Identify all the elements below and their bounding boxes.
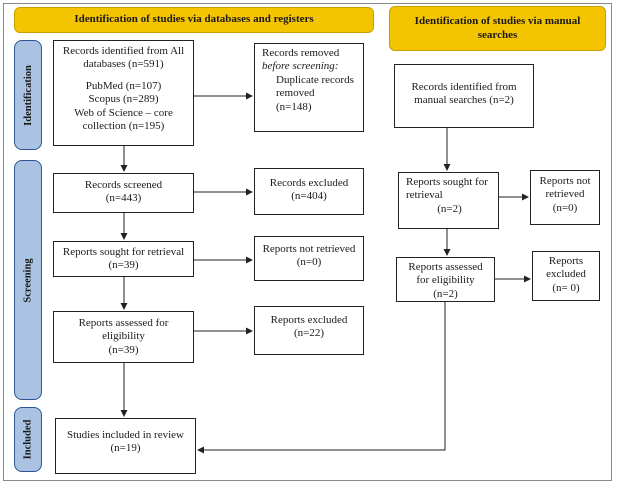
- box-manual-reports-excluded: Reports excluded (n= 0): [532, 251, 600, 301]
- manual-reports-not-retrieved-line3: (n=0): [552, 201, 578, 214]
- box-records-removed: Records removed before screening: Duplic…: [254, 43, 364, 132]
- manual-records-identified-line2: manual searches (n=2): [414, 94, 514, 107]
- records-identified-wos-collection: collection (n=195): [82, 120, 165, 133]
- records-removed-line2: before screening:: [262, 60, 339, 73]
- reports-excluded-line2: (n=22): [293, 327, 325, 340]
- reports-sought-line2: (n=39): [108, 259, 139, 272]
- records-identified-line1: Records identified from All: [62, 45, 185, 57]
- arrow-manual-assessed-to-included: [197, 302, 446, 454]
- reports-excluded-line1: Reports excluded: [270, 314, 348, 326]
- records-removed-line5: (n=148): [276, 100, 312, 113]
- records-removed-line4: removed: [276, 87, 315, 100]
- manual-reports-assessed-line2: for eligibility: [416, 274, 475, 287]
- reports-not-retrieved-line1: Reports not retrieved: [262, 243, 356, 255]
- records-excluded-line2: (n=404): [291, 190, 327, 203]
- manual-reports-not-retrieved-line1: Reports not: [539, 175, 591, 187]
- header-manual: Identification of studies via manual sea…: [389, 6, 606, 51]
- box-manual-reports-sought: Reports sought for retrieval (n=2): [398, 172, 499, 229]
- records-identified-wos: Web of Science – core: [74, 106, 173, 119]
- box-studies-included: Studies included in review (n=19): [55, 418, 196, 474]
- manual-reports-not-retrieved-line2: retrieved: [545, 188, 585, 201]
- box-manual-records-identified: Records identified from manual searches …: [394, 64, 534, 128]
- box-manual-reports-assessed: Reports assessed for eligibility (n=2): [396, 257, 495, 302]
- reports-sought-line1: Reports sought for retrieval: [62, 246, 185, 258]
- manual-reports-sought-line3: (n=2): [437, 202, 462, 215]
- box-reports-assessed: Reports assessed for eligibility (n=39): [53, 311, 194, 363]
- studies-included-line2: (n=19): [110, 442, 141, 455]
- box-reports-not-retrieved: Reports not retrieved (n=0): [254, 236, 364, 281]
- phase-included: Included: [14, 407, 42, 472]
- header-databases: Identification of studies via databases …: [14, 7, 374, 33]
- box-records-identified: Records identified from All databases (n…: [53, 40, 194, 146]
- records-removed-line1: Records removed: [262, 47, 340, 59]
- manual-reports-excluded-line1: Reports: [548, 255, 584, 267]
- reports-assessed-line2: eligibility: [102, 330, 145, 343]
- records-identified-line2: databases (n=591): [83, 58, 164, 71]
- box-records-excluded: Records excluded (n=404): [254, 168, 364, 215]
- header-manual-line2: searches: [477, 28, 518, 41]
- manual-reports-assessed-line1: Reports assessed: [408, 261, 483, 273]
- box-reports-excluded: Reports excluded (n=22): [254, 306, 364, 355]
- manual-reports-excluded-line2: excluded: [546, 268, 586, 281]
- reports-not-retrieved-line2: (n=0): [296, 256, 322, 269]
- records-excluded-line1: Records excluded: [269, 177, 349, 189]
- header-databases-label: Identification of studies via databases …: [74, 13, 314, 26]
- records-removed-line3: Duplicate records: [276, 73, 354, 86]
- phase-identification: Identification: [14, 40, 42, 150]
- reports-assessed-line1: Reports assessed for: [78, 317, 169, 329]
- phase-screening: Screening: [14, 160, 42, 400]
- reports-assessed-line3: (n=39): [108, 343, 139, 356]
- manual-reports-sought-line1: Reports sought for: [406, 176, 488, 188]
- manual-reports-excluded-line3: (n= 0): [552, 281, 580, 294]
- records-identified-scopus: Scopus (n=289): [88, 93, 159, 106]
- header-manual-line1: Identification of studies via manual: [414, 14, 581, 27]
- manual-records-identified-line1: Records identified from: [411, 81, 517, 93]
- box-manual-reports-not-retrieved: Reports not retrieved (n=0): [530, 170, 600, 225]
- records-identified-pubmed: PubMed (n=107): [85, 79, 162, 92]
- diagram-frame: [3, 3, 612, 481]
- records-screened-line1: Records screened: [84, 179, 163, 191]
- box-records-screened: Records screened (n=443): [53, 173, 194, 213]
- records-screened-line2: (n=443): [105, 192, 142, 205]
- box-reports-sought: Reports sought for retrieval (n=39): [53, 241, 194, 277]
- manual-reports-sought-line2: retrieval: [406, 189, 443, 202]
- manual-reports-assessed-line3: (n=2): [433, 287, 458, 300]
- studies-included-line1: Studies included in review: [66, 429, 184, 441]
